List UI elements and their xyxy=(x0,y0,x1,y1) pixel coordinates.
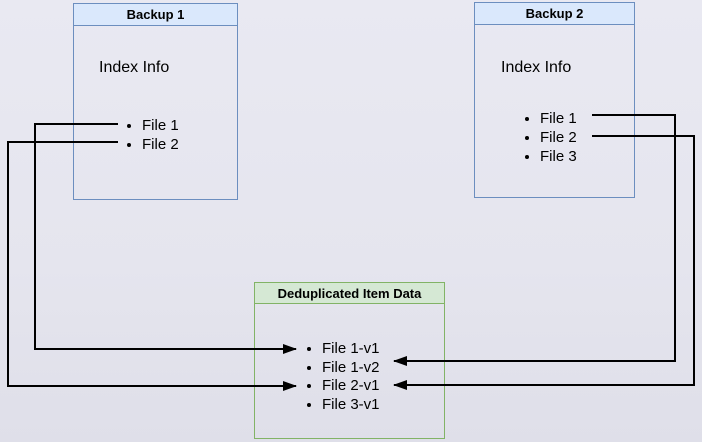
backup1-file-list: File 1 File 2 xyxy=(125,117,179,154)
backup1-box: Backup 1 Index Info File 1 File 2 xyxy=(73,3,238,200)
list-item: File 1 xyxy=(540,109,577,128)
list-item: File 2-v1 xyxy=(322,377,380,396)
list-item: File 2 xyxy=(142,136,179,155)
list-item: File 1 xyxy=(142,117,179,136)
dedup-box: Deduplicated Item Data File 1-v1 File 1-… xyxy=(254,282,445,439)
list-item: File 1-v2 xyxy=(322,359,380,378)
list-item: File 1-v1 xyxy=(322,340,380,359)
list-item: File 2 xyxy=(540,128,577,147)
backup2-box: Backup 2 Index Info File 1 File 2 File 3 xyxy=(474,2,635,198)
backup1-title: Backup 1 xyxy=(74,4,237,26)
dedup-file-list: File 1-v1 File 1-v2 File 2-v1 File 3-v1 xyxy=(305,340,380,415)
backup2-index-info-label: Index Info xyxy=(501,59,572,76)
dedup-title: Deduplicated Item Data xyxy=(255,283,444,304)
list-item: File 3-v1 xyxy=(322,396,380,415)
list-item: File 3 xyxy=(540,147,577,166)
backup1-index-info-label: Index Info xyxy=(99,59,170,76)
backup2-title: Backup 2 xyxy=(475,3,634,25)
backup2-file-list: File 1 File 2 File 3 xyxy=(523,109,577,166)
